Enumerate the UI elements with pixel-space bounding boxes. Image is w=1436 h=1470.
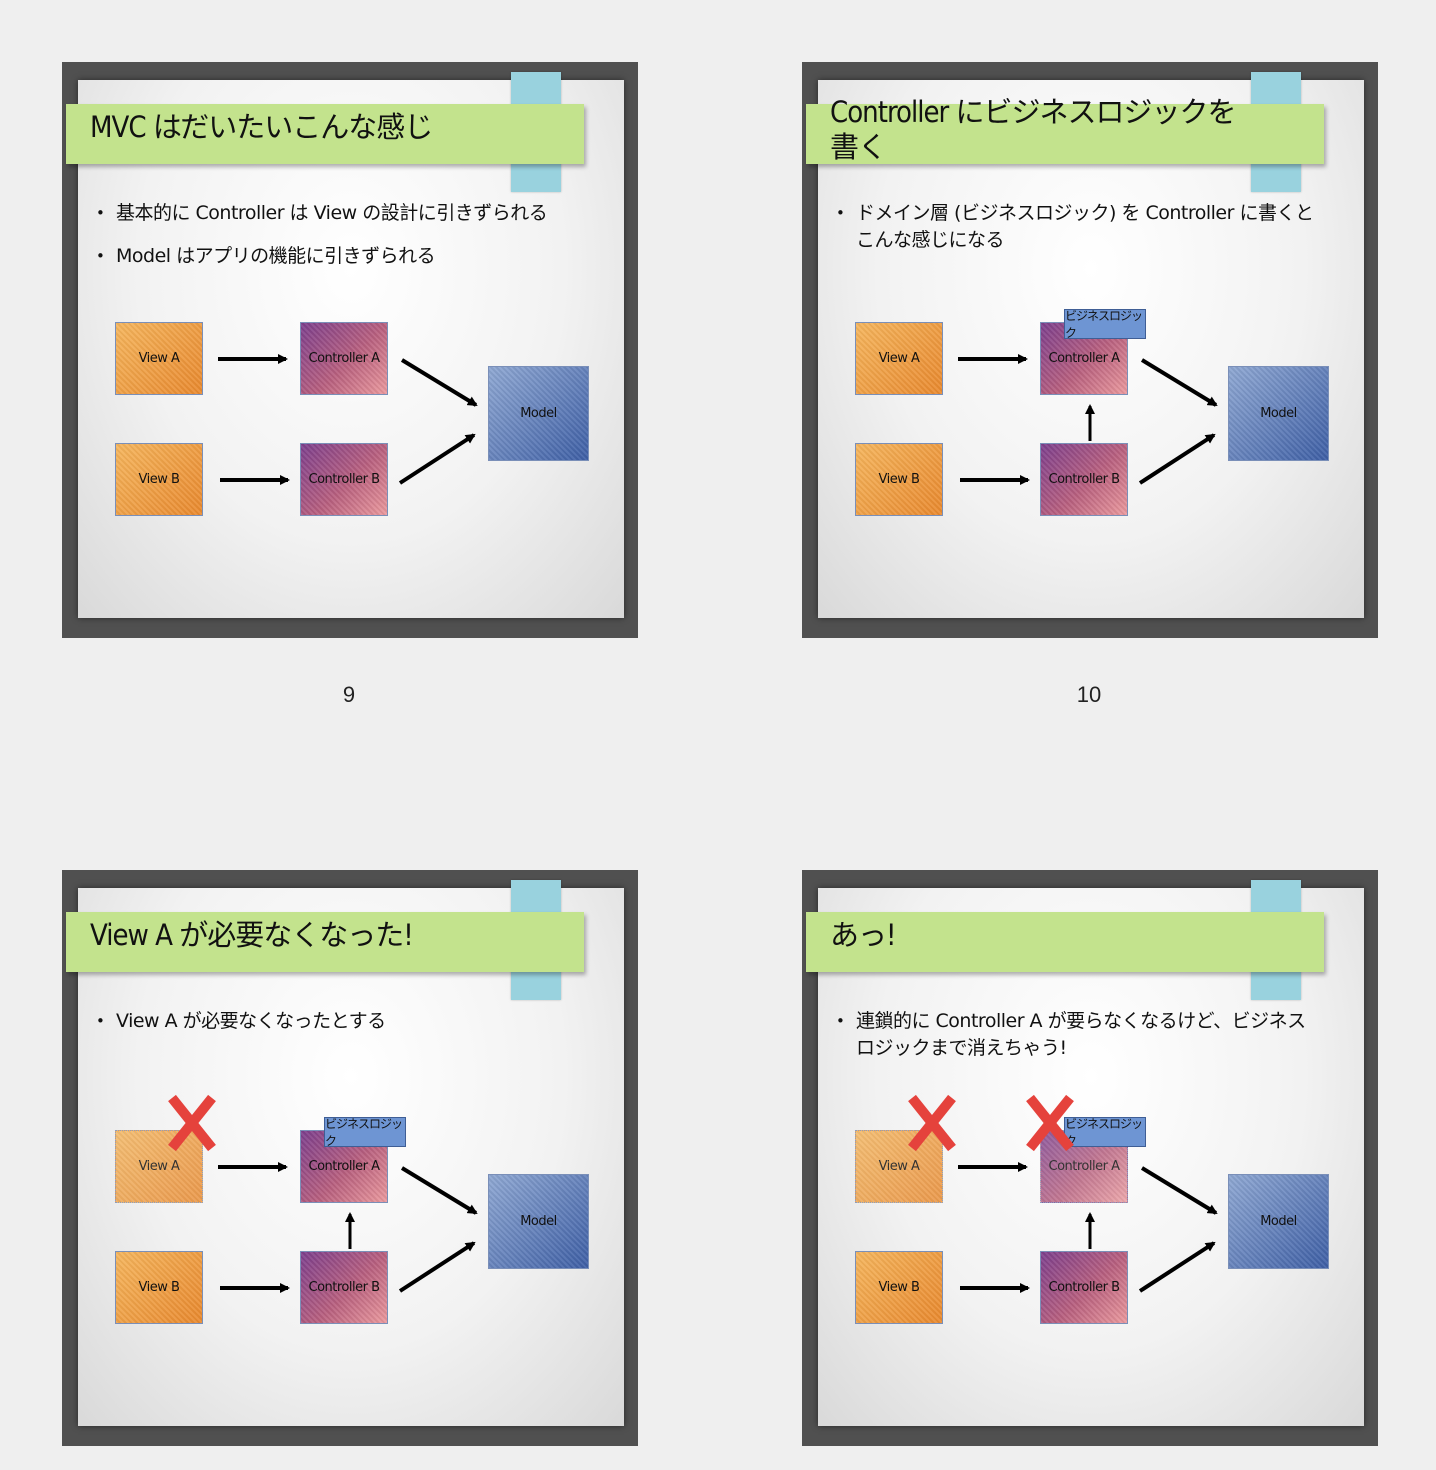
bullet-list: 基本的に Controller は View の設計に引きずられる Model … (96, 200, 576, 286)
view-b-box: View B (115, 1251, 203, 1324)
business-logic-label: ビジネスロジック (324, 1117, 406, 1148)
controller-b-box: Controller B (300, 443, 388, 516)
view-a-box: View A (115, 322, 203, 395)
slide-title: MVC はだいたいこんな感じ (90, 110, 433, 144)
title-bar (66, 912, 584, 972)
view-b-box: View B (855, 1251, 943, 1324)
arrow-controller-a-to-model (400, 1166, 478, 1215)
controller-a-box: Controller A (300, 322, 388, 395)
title-bar (806, 912, 1324, 972)
arrow-controller-b-to-model (1138, 1241, 1216, 1293)
bullet-list: View A が必要なくなったとする (96, 1008, 576, 1051)
bullet-list: ドメイン層 (ビジネスロジック) を Controller に書くとこんな感じに… (836, 200, 1316, 270)
controller-b-box: Controller B (1040, 1251, 1128, 1324)
bullet-item: 連鎖的に Controller A が要らなくなるけど、ビジネスロジックまで消え… (836, 1008, 1316, 1062)
slide-title: あっ! (830, 918, 896, 952)
business-logic-label: ビジネスロジック (1064, 309, 1146, 340)
slide-11-thumbnail[interactable]: View A が必要なくなった! View A が必要なくなったとする View… (62, 870, 638, 1446)
slide-9-thumbnail[interactable]: MVC はだいたいこんな感じ 基本的に Controller は View の設… (62, 62, 638, 638)
bullet-item: 基本的に Controller は View の設計に引きずられる (96, 200, 576, 227)
view-a-box: View A (115, 1130, 203, 1203)
cross-mark-icon (168, 1094, 216, 1152)
arrow-controller-a-to-model (1140, 358, 1218, 407)
title-bar (806, 104, 1324, 164)
controller-b-box: Controller B (1040, 443, 1128, 516)
title-bar (66, 104, 584, 164)
bullet-list: 連鎖的に Controller A が要らなくなるけど、ビジネスロジックまで消え… (836, 1008, 1316, 1078)
bullet-item: View A が必要なくなったとする (96, 1008, 576, 1035)
bullet-item: ドメイン層 (ビジネスロジック) を Controller に書くとこんな感じに… (836, 200, 1316, 254)
slide-title: View A が必要なくなった! (90, 918, 414, 952)
controller-a-box: Controller A (1040, 1130, 1128, 1203)
cross-mark-icon (908, 1094, 956, 1152)
arrow-controller-b-to-model (398, 1241, 476, 1293)
cross-mark-icon (1026, 1094, 1074, 1152)
model-box: Model (488, 366, 589, 461)
slide-10-thumbnail[interactable]: Controller にビジネスロジックを書く ドメイン層 (ビジネスロジック)… (802, 62, 1378, 638)
view-a-box: View A (855, 1130, 943, 1203)
model-box: Model (1228, 1174, 1329, 1269)
bullet-item: Model はアプリの機能に引きずられる (96, 243, 576, 270)
arrow-controller-a-to-model (400, 358, 478, 407)
arrow-controller-b-to-model (1138, 433, 1216, 485)
arrow-controller-a-to-model (1140, 1166, 1218, 1215)
slide-12-thumbnail[interactable]: あっ! 連鎖的に Controller A が要らなくなるけど、ビジネスロジック… (802, 870, 1378, 1446)
slide-title: Controller にビジネスロジックを書く (830, 95, 1237, 164)
controller-b-box: Controller B (300, 1251, 388, 1324)
slide-number-10: 10 (1076, 682, 1102, 707)
arrow-controller-b-to-model (398, 433, 476, 485)
view-b-box: View B (115, 443, 203, 516)
business-logic-label: ビジネスロジック (1064, 1117, 1146, 1148)
view-b-box: View B (855, 443, 943, 516)
diagram-arrows (218, 1162, 478, 1293)
view-a-box: View A (855, 322, 943, 395)
diagram-arrows (958, 354, 1218, 485)
model-box: Model (1228, 366, 1329, 461)
diagram-arrows (958, 1162, 1218, 1293)
slide-number-9: 9 (342, 682, 356, 707)
model-box: Model (488, 1174, 589, 1269)
diagram-arrows (218, 354, 478, 485)
